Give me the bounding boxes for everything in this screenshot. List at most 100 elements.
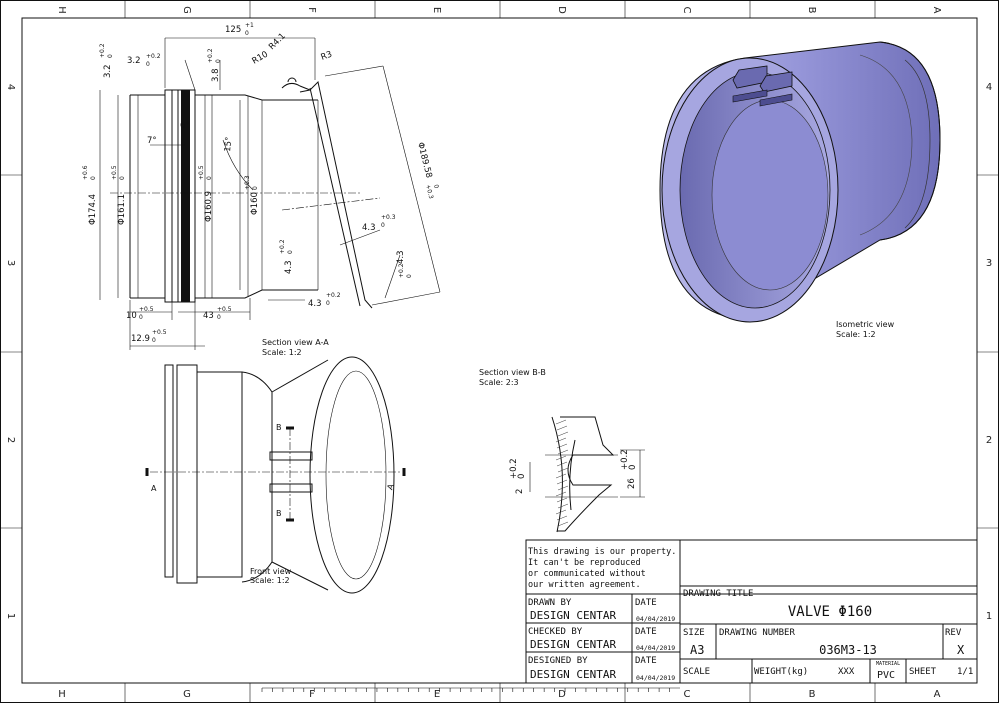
dim-tol: 0 — [381, 222, 385, 229]
dim-4-3c: 4.3 — [396, 250, 406, 264]
dim-tol: +0.2 — [99, 43, 106, 58]
dim-tol: 0 — [152, 337, 156, 344]
designed-by-value: DESIGN CENTAR — [530, 668, 616, 681]
section-aa-title: Section view A-A — [262, 338, 329, 347]
date-value-3: 04/04/2019 — [636, 674, 675, 682]
zone-label: G — [183, 689, 191, 700]
dim-tol: 0 — [432, 184, 440, 190]
dim-r10: R10 — [251, 50, 270, 67]
dim-tol: +0.5 — [198, 165, 205, 180]
zone-label: H — [58, 689, 66, 700]
title-block: This drawing is our property. It can't b… — [525, 539, 978, 684]
size-value: A3 — [690, 643, 704, 657]
notice-line-4: our written agreement. — [528, 580, 641, 590]
sheet-label: SHEET — [909, 667, 937, 677]
zone-label: C — [681, 7, 692, 14]
dim-phi161-1: Φ161.1 — [117, 194, 127, 225]
zone-label: 3 — [986, 258, 992, 269]
dim-tol: +0.5 — [152, 329, 167, 336]
front-view-title: Front view — [250, 567, 292, 576]
zone-label: E — [431, 7, 442, 13]
material-value: PVC — [877, 670, 895, 681]
dim-r3: R3 — [320, 50, 334, 63]
dim-tol: 0 — [287, 250, 294, 254]
dim-tol: 0 — [252, 186, 259, 190]
dim-angle-6: 6° — [180, 121, 190, 131]
section-bb-scale: Scale: 2:3 — [479, 378, 519, 387]
dim-phi160: Φ160 — [250, 192, 260, 215]
zone-label: A — [931, 7, 942, 14]
notice-line-2: It can't be reproduced — [528, 558, 641, 568]
zone-label: B — [809, 689, 816, 700]
dim-4-3b: 4.3 — [284, 260, 294, 274]
weight-label: WEIGHT(kg) — [754, 667, 808, 677]
drawing-number-value: 036M3-13 — [819, 643, 877, 657]
scale-label: SCALE — [683, 667, 710, 677]
dim-tol: 0 — [215, 59, 222, 63]
dim-3-8: 3.8 — [211, 68, 221, 82]
cut-label-a-right: A — [385, 482, 396, 491]
cut-label-a-left: A — [151, 484, 157, 493]
dim-3-2a: 3.2 — [127, 56, 141, 66]
dim-26: 26 — [627, 478, 637, 489]
section-view-bb: 2 +0.2 0 26 +0.2 0 Section view B-B Scal… — [479, 368, 645, 533]
dim-12-9: 12.9 — [131, 334, 150, 344]
dim-tol: 0 — [217, 314, 221, 321]
dim-tol: +0.3 — [424, 184, 434, 200]
drawing-title-label: DRAWING TITLE — [683, 589, 753, 599]
size-label: SIZE — [683, 628, 705, 638]
dim-tol: 0 — [628, 465, 638, 470]
zone-labels-right: 4 3 2 1 — [986, 82, 992, 622]
dim-10: 10 — [126, 311, 137, 321]
zone-label: A — [934, 689, 941, 700]
rev-value: X — [957, 643, 965, 657]
dim-tol: 0 — [517, 474, 527, 479]
dim-r4-1: R4.1 — [267, 31, 288, 52]
dim-tol: 0 — [139, 314, 143, 321]
sheet-value: 1/1 — [957, 667, 973, 677]
dim-tol: +0.5 — [111, 165, 118, 180]
cut-label-b-top: B — [276, 423, 282, 432]
dim-tol: 0 — [119, 176, 126, 180]
section-aa-scale: Scale: 1:2 — [262, 348, 302, 357]
section-bb-title: Section view B-B — [479, 368, 546, 377]
dim-tol: +0.2 — [398, 263, 405, 278]
zone-label: D — [556, 6, 567, 14]
zone-label: 2 — [986, 435, 992, 446]
drawn-by-label: DRAWN BY — [528, 598, 572, 608]
date-label-2: DATE — [635, 627, 657, 637]
zone-labels-top: H G F E D C B A — [56, 6, 942, 14]
notice-line-3: or communicated without — [528, 569, 646, 579]
zone-label: D — [558, 689, 566, 700]
dim-tol: +0.2 — [509, 458, 519, 479]
dim-tol: +0.2 — [207, 48, 214, 63]
zone-label: 2 — [5, 437, 16, 443]
dim-tol: +0.3 — [244, 175, 251, 190]
zone-label: 3 — [5, 260, 16, 266]
date-value-1: 04/04/2019 — [636, 615, 675, 623]
zone-label: B — [806, 7, 817, 14]
cut-label-b-bottom: B — [276, 509, 282, 518]
dim-tol: 0 — [107, 54, 114, 58]
dim-phi189-58: Φ189.58 — [415, 141, 434, 179]
section-view-aa: 125 +1 0 3.2 +0.2 0 3.2 +0.2 0 3.8 +0.2 … — [82, 22, 441, 357]
dim-phi174-4: Φ174.4 — [88, 194, 98, 225]
dim-tol: 0 — [245, 30, 249, 37]
dim-angle-15: 15° — [223, 136, 234, 152]
notice-line-1: This drawing is our property. — [528, 547, 676, 557]
zone-label: C — [684, 689, 691, 700]
zone-labels-bottom: H G F E D C B A — [58, 689, 940, 700]
dim-tol: +0.3 — [381, 214, 396, 221]
front-view-scale: Scale: 1:2 — [250, 576, 290, 585]
dim-tol: 0 — [206, 176, 213, 180]
zone-label: F — [309, 689, 315, 700]
checked-by-label: CHECKED BY — [528, 627, 583, 637]
dim-4-3d: 4.3 — [308, 299, 322, 309]
dim-tol: 0 — [146, 61, 150, 68]
dim-phi160-9: Φ160.9 — [204, 191, 214, 222]
dim-tol: +0.2 — [146, 53, 161, 60]
zone-label: E — [434, 689, 440, 700]
material-label: MATERIAL — [876, 661, 900, 667]
zone-label: F — [306, 7, 317, 13]
designed-by-label: DESIGNED BY — [528, 656, 588, 666]
